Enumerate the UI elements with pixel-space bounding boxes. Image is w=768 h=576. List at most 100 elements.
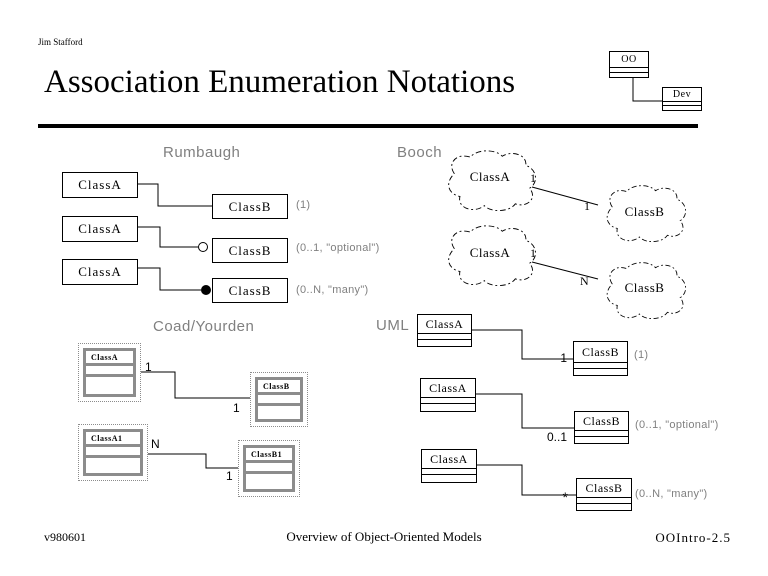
class-compartment [86,447,140,458]
class-compartment [574,369,627,375]
rumbaugh-classA-box-2: ClassA [62,216,138,242]
uml-line-3 [477,464,576,496]
class-name: ClassB [574,342,627,363]
class-name: ClassB [228,198,272,214]
booch-line-1 [531,186,599,206]
coad-classA-box-1: ClassA [78,343,141,402]
rumbaugh-filled-circle-terminator [201,285,211,295]
booch-classB-label-1: ClassB [624,204,665,219]
class-compartment [418,334,471,340]
booch-classA-label-1: ClassA [469,169,511,184]
booch-mult-left-1: 1 [530,171,536,185]
uml-classB-box-1: ClassB [573,341,628,376]
section-title-uml: UML [376,317,410,334]
class-name: ClassA1 [86,432,140,447]
class-name: ClassA [86,351,133,366]
class-compartment [258,406,300,419]
class-compartment [663,102,701,106]
rumbaugh-classB-box-1: ClassB [212,194,288,219]
coad-mult-right-2: 1 [226,469,233,483]
uml-annotation-3: (0..N, "many") [635,488,708,500]
rumbaugh-line-1 [138,183,212,207]
class-name: ClassA [78,221,122,236]
uml-line-1 [472,329,573,360]
coad-line-2 [144,453,243,469]
uml-mult-2: 0..1 [546,430,567,444]
section-title-booch: Booch [397,144,443,161]
logo-class-box-oo: OO [609,51,649,78]
rumbaugh-classB-box-2: ClassB [212,238,288,263]
author-name: Jim Stafford [38,37,83,47]
footer-version: v980601 [44,530,86,544]
class-name: ClassB1 [246,448,292,463]
uml-annotation-2: (0..1, "optional") [635,419,719,431]
coad-classB-box-1: ClassB [250,372,308,427]
logo-class-name: Dev [663,88,701,102]
booch-line-2 [531,261,599,280]
class-compartment [663,106,701,110]
coad-line-1 [137,371,255,399]
class-compartment [422,475,476,482]
coad-classB1-box: ClassB1 [238,440,300,497]
class-compartment [246,463,292,474]
rumbaugh-open-circle-terminator [198,242,208,252]
class-name: ClassA [78,177,122,192]
rumbaugh-annotation-2: (0..1, "optional") [296,242,380,254]
uml-line-2 [476,393,574,429]
class-box: ClassB [255,377,303,422]
class-name: ClassB [228,242,272,258]
rumbaugh-line-2 [138,226,198,248]
booch-classB-label-2: ClassB [624,280,665,295]
class-compartment [575,431,628,437]
class-compartment [86,458,140,473]
class-compartment [575,437,628,443]
slide-title: Association Enumeration Notations [44,64,516,100]
rumbaugh-annotation-1: (1) [296,199,311,211]
uml-classB-box-2: ClassB [574,411,629,444]
coad-mult-left-2: N [151,437,160,451]
coad-mult-left-1: 1 [145,360,152,374]
class-box: ClassB1 [243,445,295,492]
booch-classA-label-2: ClassA [469,245,511,260]
class-compartment [421,398,475,404]
footer-page-number: OOIntro-2.5 [655,530,731,545]
booch-mult-right-1: 1 [584,199,590,213]
rumbaugh-annotation-3: (0..N, "many") [296,284,369,296]
footer-center-text: Overview of Object-Oriented Models [286,529,482,544]
class-compartment [246,474,292,489]
class-compartment [421,404,475,411]
class-name: ClassA [418,315,471,334]
uml-annotation-1: (1) [634,349,649,361]
title-divider-rule [38,124,698,128]
class-name: ClassB [577,479,631,498]
logo-connector-line [632,78,662,102]
class-compartment [86,377,133,394]
class-compartment [610,73,648,77]
class-box: ClassA [83,348,136,397]
rumbaugh-classB-box-3: ClassB [212,278,288,303]
class-compartment [574,363,627,369]
coad-mult-right-1: 1 [233,401,240,415]
class-compartment [258,395,300,406]
uml-classB-box-3: ClassB [576,478,632,511]
logo-class-box-dev: Dev [662,87,702,111]
class-name: ClassA [78,264,122,279]
class-compartment [577,504,631,510]
class-name: ClassA [421,379,475,398]
class-compartment [418,340,471,346]
rumbaugh-line-3 [138,267,201,291]
uml-mult-3: * [562,489,568,505]
booch-mult-right-2: N [580,274,589,288]
class-compartment [422,469,476,475]
class-name: ClassA [422,450,476,469]
rumbaugh-classA-box-3: ClassA [62,259,138,285]
class-name: ClassB [228,282,272,298]
class-compartment [577,498,631,504]
uml-classA-box-3: ClassA [421,449,477,483]
uml-classA-box-2: ClassA [420,378,476,412]
uml-mult-1: 1 [560,351,567,365]
class-compartment [86,366,133,377]
section-title-coad-yourden: Coad/Yourden [153,318,255,335]
